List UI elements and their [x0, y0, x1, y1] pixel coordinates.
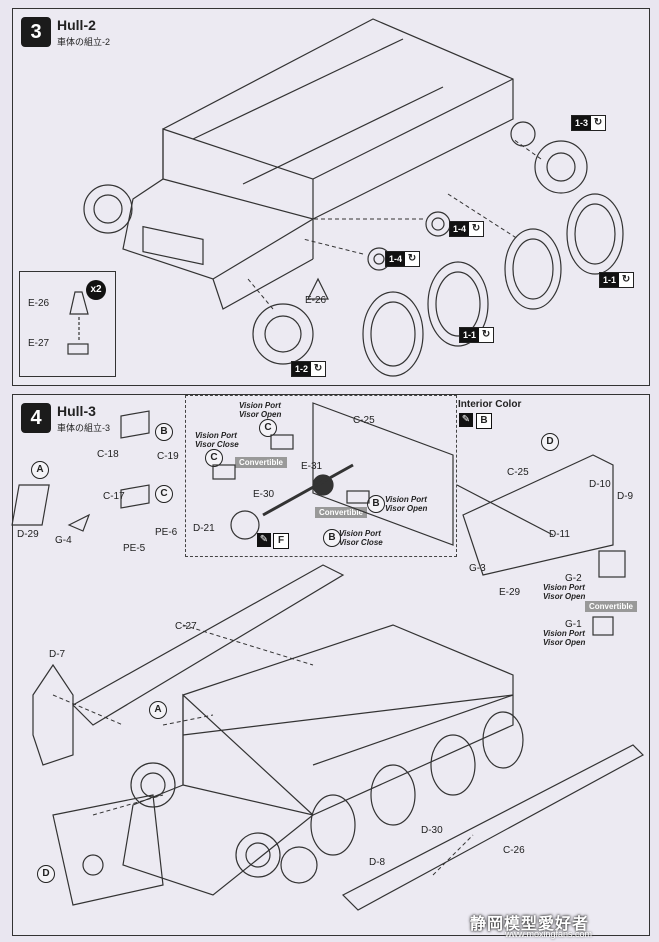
step-title: Hull-2 — [57, 17, 96, 33]
step-tag-1-4: 1-4↻ — [449, 221, 485, 237]
convertible-arrow-2: Convertible — [315, 507, 368, 518]
step-tag-1-3: 1-3↻ — [571, 115, 607, 131]
callout-d-2: D — [37, 865, 55, 883]
callout-b-1: B — [155, 423, 173, 441]
tag-number: 1-3 — [572, 116, 592, 130]
paint-code-f-icon: ✎ — [257, 533, 271, 547]
inset-parts-drawing — [67, 291, 89, 355]
tag-number: 1-2 — [292, 362, 312, 376]
tag-number: 1-1 — [460, 328, 480, 342]
label-e31: E-31 — [301, 461, 323, 472]
glue-icon: ↻ — [621, 274, 631, 285]
convertible-arrow-3: Convertible — [585, 601, 638, 612]
label-d10: D-10 — [589, 479, 611, 490]
note-visor-open-4: Vision Port Visor Open — [543, 629, 586, 647]
label-pe6: PE-6 — [155, 527, 178, 538]
step-subtitle: 車体の組立-3 — [57, 423, 111, 433]
label-d9: D-9 — [617, 491, 634, 502]
hull-2-drawing — [83, 18, 624, 377]
label-d21: D-21 — [193, 523, 215, 534]
label-g1: G-1 — [565, 619, 582, 630]
label-c25b: C-25 — [507, 467, 529, 478]
label-e30: E-30 — [253, 489, 275, 500]
paint-code-f: F — [273, 533, 289, 549]
note-visor-open-1: Vision Port Visor Open — [239, 401, 282, 419]
callout-b-3: B — [323, 529, 341, 547]
step-tag-1-2: 1-2↻ — [291, 361, 327, 377]
tag-number: 1-1 — [600, 273, 620, 287]
step-tag-1-1b: 1-1↻ — [459, 327, 495, 343]
interior-color-label: Interior Color — [458, 399, 522, 410]
step-title: Hull-3 — [57, 403, 96, 419]
label-g2: G-2 — [565, 573, 582, 584]
label-d7: D-7 — [49, 649, 66, 660]
label-e26-inset: E-26 — [28, 298, 50, 309]
callout-c-3: C — [205, 449, 223, 467]
watermark-url: www.moxingfans.com — [505, 929, 593, 939]
label-e26-main: E-26 — [305, 295, 327, 306]
step-3-panel: 3 Hull-2 車体の組立-2 — [12, 8, 650, 386]
step-tag-1-4b: 1-4↻ — [385, 251, 421, 267]
detail-inset-e26-e27: E-26 E-27 x2 — [19, 271, 116, 377]
vision-port-detail-box — [185, 395, 457, 557]
callout-a-1: A — [31, 461, 49, 479]
note-visor-close-2: Vision Port Visor Close — [339, 529, 383, 547]
note-visor-open-2: Vision Port Visor Open — [385, 495, 428, 513]
step-tag-1-1: 1-1↻ — [599, 272, 635, 288]
hull-3-drawing — [11, 402, 644, 911]
glue-icon: ↻ — [407, 253, 417, 264]
note-visor-open-3: Vision Port Visor Open — [543, 583, 586, 601]
label-g4: G-4 — [55, 535, 72, 546]
label-c19: C-19 — [157, 451, 179, 462]
label-c17: C-17 — [103, 491, 125, 502]
note-visor-close-1: Vision Port Visor Close — [195, 431, 239, 449]
glue-icon: ↻ — [593, 117, 603, 128]
label-d29: D-29 — [17, 529, 39, 540]
tag-number: 1-4 — [386, 252, 406, 266]
label-g3: G-3 — [469, 563, 486, 574]
label-c26: C-26 — [503, 845, 525, 856]
quantity-badge: x2 — [86, 280, 106, 300]
label-e29: E-29 — [499, 587, 521, 598]
glue-icon: ↻ — [313, 363, 323, 374]
label-c25a: C-25 — [353, 415, 375, 426]
label-c27: C-27 — [175, 621, 197, 632]
label-d8: D-8 — [369, 857, 386, 868]
callout-c-1: C — [155, 485, 173, 503]
label-d11: D-11 — [549, 529, 570, 540]
step-number: 3 — [21, 17, 51, 47]
glue-icon: ↻ — [481, 329, 491, 340]
callout-c-2: C — [259, 419, 277, 437]
callout-b-2: B — [367, 495, 385, 513]
step-4-panel: 4 Hull-3 車体の組立-3 Interior Color ✎ B Visi… — [11, 394, 650, 936]
step-subtitle: 車体の組立-2 — [57, 37, 111, 47]
label-pe5: PE-5 — [123, 543, 146, 554]
tag-number: 1-4 — [450, 222, 470, 236]
callout-d-1: D — [541, 433, 559, 451]
interior-color-code: B — [476, 413, 492, 429]
glue-icon: ↻ — [471, 223, 481, 234]
label-d30: D-30 — [421, 825, 443, 836]
paintbrush-icon: ✎ — [459, 413, 473, 427]
convertible-arrow-1: Convertible — [235, 457, 288, 468]
watermark-title: 静岡模型愛好者 — [470, 916, 590, 933]
step-number: 4 — [21, 403, 51, 433]
label-c18: C-18 — [97, 449, 119, 460]
label-e27-inset: E-27 — [28, 338, 50, 349]
callout-a-2: A — [149, 701, 167, 719]
